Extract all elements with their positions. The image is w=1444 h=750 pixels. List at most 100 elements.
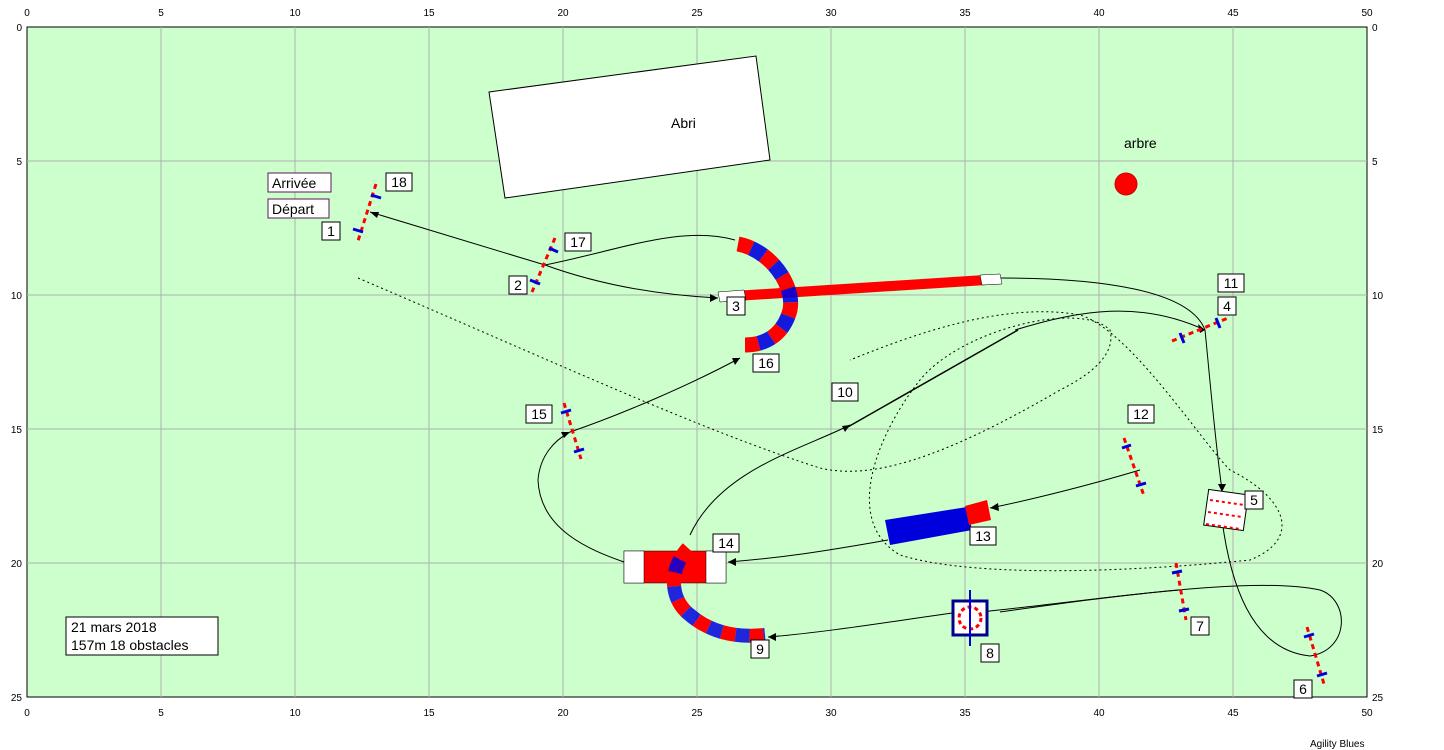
jump-18	[352, 183, 382, 242]
x-tick-bottom-50: 50	[1361, 708, 1373, 719]
weave-10	[845, 329, 1019, 429]
info-date: 21 mars 2018	[71, 619, 157, 635]
y-tick-left-25: 25	[11, 693, 23, 704]
x-tick-bottom-15: 15	[423, 708, 435, 719]
obstacle-number-15: 15	[531, 406, 547, 422]
obstacle-number-6: 6	[1299, 681, 1307, 697]
obstacle-number-box-7	[1190, 616, 1210, 636]
obstacle-number-box-8	[980, 643, 1000, 663]
x-tick-bottom-35: 35	[959, 708, 971, 719]
obstacle-number-7: 7	[1196, 618, 1204, 634]
obstacle-number-box-16	[752, 353, 780, 373]
obstacle-number-9: 9	[756, 641, 764, 657]
tire-8	[951, 590, 989, 646]
x-tick-bottom-5: 5	[158, 708, 164, 719]
obstacle-number-box-11	[1217, 273, 1245, 293]
obstacle-number-box-9	[750, 639, 770, 659]
y-tick-right-0: 0	[1372, 23, 1378, 34]
handler-dotted-path	[357, 277, 1283, 572]
obstacle-number-12: 12	[1133, 406, 1149, 422]
y-tick-right-10: 10	[1372, 291, 1384, 302]
x-tick-top-0: 0	[24, 8, 30, 19]
tunnel-9	[667, 543, 766, 643]
x-tick-bottom-45: 45	[1227, 708, 1239, 719]
credit-label: Agility Blues	[1310, 739, 1364, 750]
y-tick-left-15: 15	[11, 425, 23, 436]
info-length: 157m 18 obstacles	[71, 637, 189, 653]
x-tick-top-25: 25	[691, 8, 703, 19]
y-tick-right-5: 5	[1372, 157, 1378, 168]
obstacle-number-4: 4	[1223, 298, 1231, 314]
y-tick-right-25: 25	[1372, 693, 1384, 704]
obstacle-number-3: 3	[732, 298, 740, 314]
x-tick-bottom-20: 20	[557, 708, 569, 719]
arbre-label: arbre	[1124, 135, 1157, 151]
x-tick-top-10: 10	[289, 8, 301, 19]
x-tick-top-30: 30	[825, 8, 837, 19]
info-box	[65, 616, 219, 656]
depart-box	[267, 198, 330, 219]
dog-path	[369, 211, 1342, 657]
obstacle-number-5: 5	[1250, 492, 1258, 508]
abri-shelter	[488, 55, 771, 199]
obstacle-number-box-17	[564, 232, 592, 252]
obstacle-number-box-6	[1293, 679, 1313, 699]
obstacle-number-box-10	[831, 382, 859, 402]
y-tick-left-10: 10	[11, 291, 23, 302]
x-tick-top-50: 50	[1361, 8, 1373, 19]
obstacle-number-box-2	[508, 275, 528, 295]
obstacles	[352, 183, 1328, 685]
abri-label: Abri	[671, 115, 696, 131]
y-tick-left-0: 0	[16, 23, 22, 34]
obstacle-number-box-3	[726, 296, 746, 316]
x-tick-top-15: 15	[423, 8, 435, 19]
x-tick-top-20: 20	[557, 8, 569, 19]
obstacle-number-box-12	[1127, 404, 1155, 424]
y-tick-left-5: 5	[16, 157, 22, 168]
axis-ticks: 0055101015152020252530303535404045455050…	[11, 8, 1384, 719]
depart-label: Départ	[272, 201, 314, 217]
obstacle-number-13: 13	[975, 528, 991, 544]
obstacle-number-11: 11	[1224, 275, 1239, 291]
x-tick-top-35: 35	[959, 8, 971, 19]
obstacle-number-16: 16	[758, 355, 774, 371]
x-tick-bottom-0: 0	[24, 708, 30, 719]
path-arrows	[370, 212, 1226, 641]
obstacle-number-1: 1	[327, 223, 335, 239]
jump-6	[1303, 626, 1328, 685]
obstacle-number-box-15	[525, 404, 553, 424]
obstacle-number-box-18	[385, 172, 413, 192]
y-tick-right-15: 15	[1372, 425, 1384, 436]
y-tick-left-20: 20	[11, 559, 23, 570]
x-tick-bottom-40: 40	[1093, 708, 1105, 719]
obstacle-number-14: 14	[718, 535, 734, 551]
obstacle-number-box-14	[712, 533, 740, 553]
jump-2-17	[529, 237, 559, 293]
jump-7	[1171, 562, 1190, 621]
arrivee-label: Arrivée	[272, 175, 317, 191]
table-5	[1203, 488, 1249, 532]
jump-12	[1121, 437, 1147, 497]
obstacle-number-box-4	[1217, 296, 1237, 316]
obstacle-number-box-13	[969, 526, 997, 546]
x-tick-bottom-30: 30	[825, 708, 837, 719]
jump-15	[560, 402, 585, 460]
jump-4-11	[1171, 316, 1229, 344]
obstacle-number-18: 18	[391, 174, 407, 190]
x-tick-bottom-10: 10	[289, 708, 301, 719]
obstacle-number-10: 10	[837, 384, 853, 400]
obstacle-number-8: 8	[986, 645, 994, 661]
tunnel-16	[736, 236, 799, 353]
tunnel-13	[885, 500, 991, 545]
arbre-tree	[1114, 172, 1138, 196]
x-tick-bottom-25: 25	[691, 708, 703, 719]
y-tick-right-20: 20	[1372, 559, 1384, 570]
x-tick-top-5: 5	[158, 8, 164, 19]
obstacle-number-17: 17	[570, 234, 586, 250]
arrivee-box	[267, 172, 332, 193]
obstacle-number-box-1	[321, 221, 341, 241]
x-tick-top-45: 45	[1227, 8, 1239, 19]
obstacle-number-2: 2	[514, 277, 522, 293]
